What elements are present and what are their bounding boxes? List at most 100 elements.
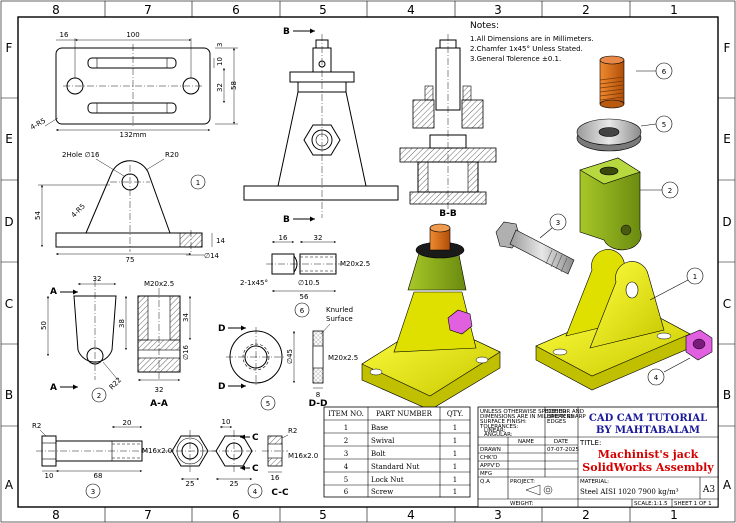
zone-row-e: E xyxy=(5,132,13,146)
balloon-5-label: 5 xyxy=(266,400,270,408)
cut-label-b-bottom: B xyxy=(283,215,290,225)
dim-swivel-34: 34 xyxy=(182,313,190,322)
bom-row-4-part: Standard Nut xyxy=(371,463,420,471)
bom-header-qty: QTY. xyxy=(447,410,463,418)
cut-label-a-bottom: A xyxy=(50,383,57,393)
notes-heading: Notes: xyxy=(470,21,499,31)
dim-base-132: 132mm xyxy=(120,131,147,139)
tb-title-label: TITLE: xyxy=(579,439,601,447)
tb-date-label: DATE xyxy=(554,439,569,445)
iso-lock-nut: 5 xyxy=(576,115,673,152)
balloon-6-screw xyxy=(294,302,310,318)
swivel-thread: M20x2.5 xyxy=(144,280,174,288)
nut-thread: M16x2.0 xyxy=(288,452,318,460)
zone-row-f-right: F xyxy=(724,41,731,55)
zone-col-8-bottom: 8 xyxy=(52,508,60,522)
bom-row-5-part: Lock Nut xyxy=(371,476,404,484)
dim-locknut-8: 8 xyxy=(316,391,320,399)
bom-row-5-qty: 1 xyxy=(453,476,457,484)
cut-label-b-top: B xyxy=(283,27,290,37)
dim-nut-10: 10 xyxy=(222,418,231,426)
zone-col-5-bottom: 5 xyxy=(319,508,327,522)
balloon-2-label: 2 xyxy=(97,392,101,400)
dim-screw-56: 56 xyxy=(300,293,309,301)
tb-row-appvd: APPV'D xyxy=(480,463,500,469)
tb-spec-1: UNLESS OTHERWISE SPECIFIED: xyxy=(480,409,568,415)
dim-base-dia14: ∅14 xyxy=(204,252,220,260)
note-3: 3.General Tolerence ±0.1. xyxy=(470,55,561,63)
tb-project-label: PROJECT: xyxy=(510,479,535,485)
projection-symbol-icon xyxy=(525,484,553,496)
iso-swivel: 2 xyxy=(579,157,679,251)
balloon-1-label: 1 xyxy=(196,179,200,187)
tb-size: A3 xyxy=(702,485,715,495)
bom-row-2-item: 2 xyxy=(344,437,348,445)
zone-col-5: 5 xyxy=(319,3,327,17)
tb-row-qa: Q.A xyxy=(480,479,490,485)
zone-col-3: 3 xyxy=(494,3,502,17)
bom-row-3-qty: 1 xyxy=(453,450,457,458)
cut-label-d-bottom: D xyxy=(218,382,225,392)
iso-bolt: 3 xyxy=(495,213,575,275)
tb-company-line2: BY MAHTABALAM xyxy=(596,425,700,436)
dim-base-100: 100 xyxy=(126,31,139,39)
tb-finish-1: DEBURR AND xyxy=(547,409,584,415)
dim-base-16: 16 xyxy=(60,31,69,39)
cut-label-c-top: C xyxy=(252,433,259,443)
dim-bolt-10: 10 xyxy=(45,472,54,480)
zone-row-e-right: E xyxy=(723,132,731,146)
bom-row-1-item: 1 xyxy=(344,424,348,432)
iso-balloon-2-label: 2 xyxy=(668,187,672,195)
iso-balloon-3 xyxy=(549,213,567,231)
note-1: 1.All Dimensions are in Millimeters. xyxy=(470,35,594,43)
tb-finish-3: EDGES xyxy=(547,419,566,425)
iso-balloon-6 xyxy=(655,62,673,80)
tb-finish-2: BREAK SHARP xyxy=(547,414,586,420)
dim-nut-25a: 25 xyxy=(186,480,195,488)
knurl-note-line1: Knurled xyxy=(326,306,353,314)
dim-bolt-20: 20 xyxy=(123,419,132,427)
bom-row-2-qty: 1 xyxy=(453,437,457,445)
dim-base-3: 3 xyxy=(216,43,224,47)
section-bb-view: B-B xyxy=(399,34,497,219)
zone-col-6: 6 xyxy=(232,3,240,17)
dim-base-32: 32 xyxy=(216,83,224,92)
iso-balloon-6-label: 6 xyxy=(662,68,667,76)
section-cc-title: C-C xyxy=(271,488,289,498)
dim-base-75: 75 xyxy=(126,256,135,264)
iso-assembly xyxy=(361,223,501,411)
dim-screw-16: 16 xyxy=(279,234,288,242)
bom-row-4-item: 4 xyxy=(344,463,349,471)
dim-nut-25b: 25 xyxy=(230,480,239,488)
zone-row-a: A xyxy=(5,478,14,492)
dim-swivel-50: 50 xyxy=(40,321,48,330)
section-bb-title: B-B xyxy=(439,209,457,219)
tb-scale: SCALE:1:1.5 xyxy=(634,501,668,507)
tb-spec-4: TOLERANCES: xyxy=(479,424,519,430)
section-dd-title: D-D xyxy=(309,399,328,409)
tb-title-line2: SolidWorks Assembly xyxy=(582,461,714,474)
bom-row-3-item: 3 xyxy=(344,450,348,458)
dim-bolt-r2: R2 xyxy=(32,422,41,430)
balloon-3-label: 3 xyxy=(91,488,95,496)
tb-date-value: 07-07-2025 xyxy=(547,447,579,453)
iso-balloon-1 xyxy=(686,267,704,285)
tb-spec-2: DIMENSIONS ARE IN MILLIMETERS xyxy=(480,414,574,420)
base-front-view: 2Hole ∅16 R20 54 4-R5 75 14 ∅14 1 xyxy=(34,151,225,264)
balloon-4-nut xyxy=(247,483,263,499)
zone-row-b-right: B xyxy=(723,388,731,402)
tb-company-line1: CAD CAM TUTORIAL xyxy=(589,413,707,424)
base-top-view: 100 16 132mm 58 32 10 3 4-R5 xyxy=(29,31,238,139)
assembly-front-view: B B xyxy=(243,27,399,225)
dim-base-r20: R20 xyxy=(165,151,179,159)
cut-label-d-top: D xyxy=(218,324,225,334)
zone-row-d: D xyxy=(4,215,13,229)
tb-material-value: Steel AISI 1020 7900 kg/m³ xyxy=(580,488,679,496)
cut-label-a-top: A xyxy=(50,287,57,297)
bom-row-5-item: 5 xyxy=(344,476,348,484)
zone-col-3-bottom: 3 xyxy=(494,508,502,522)
iso-balloon-5-label: 5 xyxy=(662,121,666,129)
knurl-note-line2: Surface xyxy=(326,315,353,323)
